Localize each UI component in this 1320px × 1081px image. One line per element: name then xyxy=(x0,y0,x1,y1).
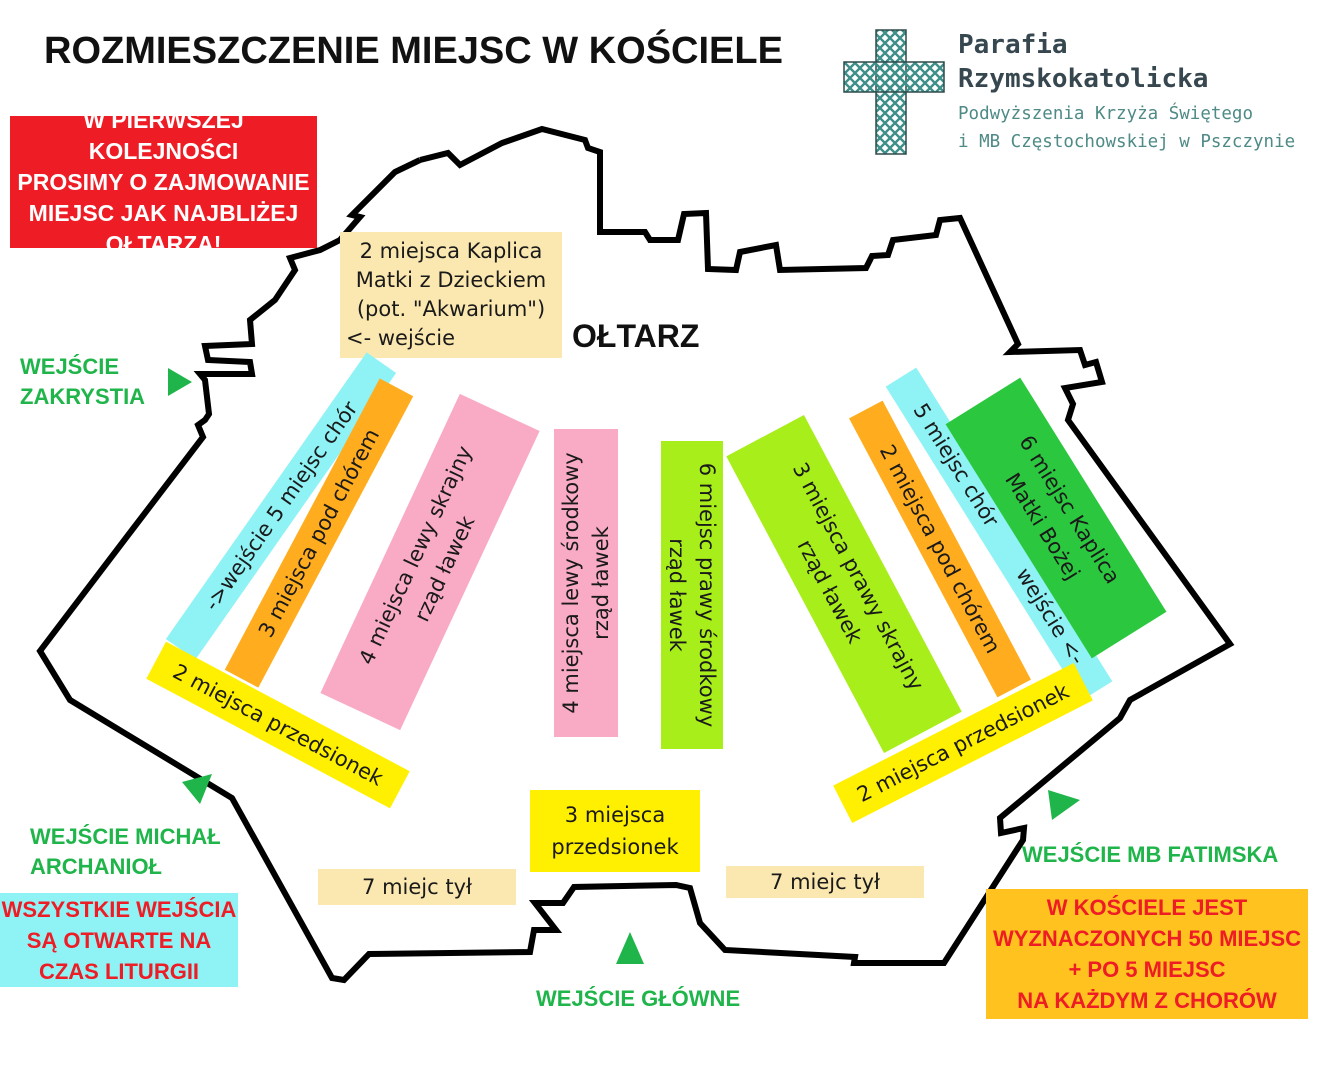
logo-line-1: Parafia xyxy=(958,30,1068,60)
zone-line: 7 miejc tył xyxy=(770,869,880,894)
entrance-michal-label: WEJŚCIE MICHAŁ ARCHANIOŁ xyxy=(30,822,221,882)
zone-line: 7 miejc tył xyxy=(362,874,472,899)
zone-line: 4 miejsca lewy środkowy xyxy=(559,452,583,714)
entrance-main-label: WEJŚCIE GŁÓWNE xyxy=(536,986,741,1011)
zone-kaplica-matki-z-dzieckiem: 2 miejsca Kaplica Matki z Dzieckiem (pot… xyxy=(340,232,562,358)
notice-red: W PIERWSZEJ KOLEJNOŚCI PROSIMY O ZAJMOWA… xyxy=(10,107,317,257)
entrance-zakrystia-label: WEJŚCIE ZAKRYSTIA xyxy=(20,352,145,412)
notice-red-line: OŁTARZA! xyxy=(105,230,222,257)
zone-line: 3 miejsca xyxy=(564,803,666,827)
zone-tyl-right: 7 miejc tył xyxy=(726,866,924,898)
entrance-line: ARCHANIOŁ xyxy=(30,854,162,879)
logo-line-2: Rzymskokatolicka xyxy=(958,64,1209,94)
zone-przedsionek-center: 3 miejsca przedsionek xyxy=(530,790,700,872)
zone-line: przedsionek xyxy=(551,835,679,859)
notice-red-line: MIEJSC JAK NAJBLIŻEJ xyxy=(28,199,299,226)
zone-line: 2 miejsca Kaplica xyxy=(359,239,543,263)
page-title: ROZMIESZCZENIE MIEJSC W KOŚCIELE xyxy=(44,30,783,72)
notice-entrances-open: WSZYSTKIE WEJŚCIA SĄ OTWARTE NA CZAS LIT… xyxy=(0,893,238,987)
zone-line: (pot. "Akwarium") xyxy=(356,297,546,321)
zone-line: rząd ławek xyxy=(589,526,613,640)
notice-orange-line: W KOŚCIELE JEST xyxy=(1046,895,1248,920)
entrance-line: WEJŚCIE xyxy=(20,354,120,379)
zone-tyl-left: 7 miejc tył xyxy=(318,869,516,905)
entrance-arrow-zakrystia xyxy=(168,368,192,396)
zone-line: 6 miejsc prawy środkowy xyxy=(695,462,719,728)
zone-prawy-srodkowy: 6 miejsc prawy środkowy rząd ławek xyxy=(661,441,723,749)
entrance-arrow-michal xyxy=(182,774,212,804)
notice-orange-line: + PO 5 MIEJSC xyxy=(1068,957,1226,982)
notice-orange-line: NA KAŻDYM Z CHORÓW xyxy=(1017,988,1277,1013)
entrance-arrow-glowne xyxy=(616,932,644,964)
logo-line-3: Podwyższenia Krzyża Świętego xyxy=(958,104,1254,124)
altar-label: OŁTARZ xyxy=(572,318,700,354)
cross-icon xyxy=(843,29,945,155)
logo-line-4: i MB Częstochowskiej w Pszczynie xyxy=(958,132,1296,152)
entrance-fatimska-label: WEJŚCIE MB FATIMSKA xyxy=(1022,842,1279,867)
notice-seat-count: W KOŚCIELE JEST WYZNACZONYCH 50 MIEJSC +… xyxy=(986,889,1308,1019)
notice-cyan-line: WSZYSTKIE WEJŚCIA xyxy=(1,896,237,922)
entrance-line: WEJŚCIE MICHAŁ xyxy=(30,824,221,849)
zone-lewy-srodkowy: 4 miejsca lewy środkowy rząd ławek xyxy=(554,429,618,737)
notice-orange-line: WYZNACZONYCH 50 MIEJSC xyxy=(992,926,1302,951)
notice-cyan-line: SĄ OTWARTE NA xyxy=(26,927,212,953)
zone-line: <- wejście xyxy=(346,326,456,350)
entrance-line: ZAKRYSTIA xyxy=(20,384,146,409)
entrance-arrow-fatimska xyxy=(1048,790,1080,820)
notice-red-line: W PIERWSZEJ KOLEJNOŚCI xyxy=(83,106,244,164)
notice-red-line: PROSIMY O ZAJMOWANIE xyxy=(17,168,310,195)
zone-line: rząd ławek xyxy=(665,538,689,652)
notice-cyan-line: CZAS LITURGII xyxy=(38,958,200,984)
zone-line: Matki z Dzieckiem xyxy=(355,268,547,292)
